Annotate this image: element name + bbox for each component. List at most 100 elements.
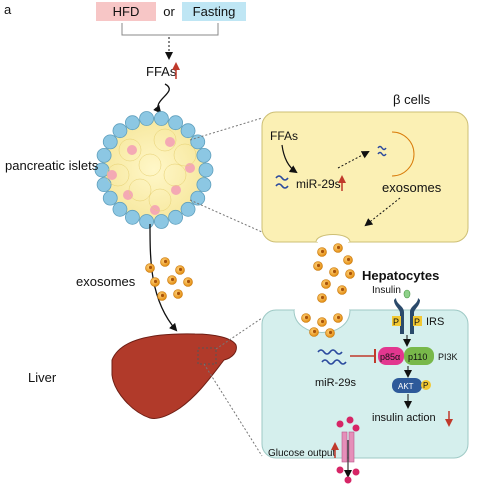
islet-cell (102, 134, 118, 150)
islet-alpha-cell (107, 170, 117, 180)
exosome-core (348, 271, 353, 276)
beta-to-exosome-arrow (337, 151, 370, 169)
islets-label: pancreatic islets (5, 158, 99, 173)
islet-inner-cell (138, 153, 162, 177)
islet-cell (196, 147, 212, 163)
islet-inner-cell (163, 163, 187, 187)
exosome-core (153, 279, 158, 284)
p-badge-1 (392, 316, 401, 326)
p-label-2: P (414, 317, 420, 327)
islet-alpha-cell (127, 145, 137, 155)
exosome-core (336, 245, 341, 250)
islet-cell (180, 123, 196, 139)
islet-inner-cell (173, 143, 197, 167)
islet-alpha-cell (165, 137, 175, 147)
akt-node (392, 378, 422, 393)
p110-subunit (404, 347, 434, 365)
p-badge-2 (413, 316, 422, 326)
beta-mirna-squiggles (275, 175, 289, 189)
beta-exosome-squiggle (377, 145, 387, 157)
akt-label: AKT (398, 382, 414, 391)
exosome-core (324, 281, 329, 286)
top-bracket (121, 23, 219, 36)
hfd-box (96, 2, 156, 21)
exosome-cluster-middle (313, 243, 355, 303)
insulin-receptor (394, 298, 420, 334)
p110-label: p110 (408, 352, 427, 362)
glucose-transporter (341, 431, 355, 463)
exosome-core (336, 315, 341, 320)
hepatocytes-title: Hepatocytes (362, 268, 439, 283)
exosome-core (148, 265, 153, 270)
pi3k-label: PI3K (438, 352, 458, 362)
irs-label: IRS (426, 316, 444, 328)
islet-cell (96, 177, 112, 193)
insulin-molecule (403, 289, 411, 299)
exosome-core (312, 329, 317, 334)
exosome-core (170, 277, 175, 282)
liver-label: Liver (28, 370, 57, 385)
exosome-core (304, 315, 309, 320)
islet-alpha-cell (185, 163, 195, 173)
glucose-output-label: Glucose output (268, 448, 335, 459)
beta-bud-gap (318, 240, 348, 244)
islet-inner-cell (128, 178, 152, 202)
islet-cell (124, 209, 140, 225)
exosome-core (328, 330, 333, 335)
p85-subunit (378, 347, 404, 365)
akt-p-label: P (423, 381, 428, 390)
panel-label: a (4, 2, 12, 17)
akt-p-badge (421, 380, 431, 390)
insulin-action-label: insulin action (372, 412, 436, 424)
islet-alpha-cell (123, 190, 133, 200)
exosome-core (320, 295, 325, 300)
beta-cell (261, 111, 469, 243)
beta-cell-title: β cells (393, 92, 431, 107)
liver-icon (111, 333, 237, 419)
fasting-label: Fasting (193, 4, 236, 19)
glucose-molecule (336, 466, 344, 474)
islet-cell (198, 162, 214, 178)
islet-cell (102, 190, 118, 206)
exosome-cluster-left (145, 257, 193, 301)
beta-ffas-arrow (281, 144, 298, 174)
islet-alpha-cell (171, 185, 181, 195)
islet-cell (112, 123, 128, 139)
islet-cell (154, 111, 169, 126)
exosome-core (346, 257, 351, 262)
fasting-box (182, 2, 246, 21)
exosome-core (186, 279, 191, 284)
exosome-core (332, 269, 337, 274)
islet-inner-cell (118, 138, 142, 162)
islet-cell (124, 115, 140, 131)
islet-inner-cell (153, 128, 177, 152)
glucose-molecule (344, 476, 352, 484)
glucose-molecules (336, 416, 360, 484)
islet-inner-cell (148, 188, 172, 212)
zoom-line-hep-bottom (203, 363, 263, 457)
p-label-1: P (393, 317, 399, 327)
islet-cell (180, 201, 196, 217)
exosome-cluster-pocket (301, 313, 343, 338)
islet-cell (154, 214, 169, 229)
islet-cell (190, 134, 206, 150)
pancreatic-islet (94, 111, 214, 229)
zoom-line-beta-top (189, 117, 263, 141)
exosome-core (160, 293, 165, 298)
glucose-molecule (346, 416, 354, 424)
p85-label: p85α (380, 352, 400, 362)
liver-zoom-box (197, 347, 217, 365)
ffas-top-label: FFAs (146, 64, 177, 79)
exosomes-left-label: exosomes (76, 274, 136, 289)
islet-cell (168, 115, 184, 131)
beta-ffas-label: FFAs (270, 129, 298, 143)
exosome-core (176, 291, 181, 296)
zoom-line-hep-top (215, 317, 263, 350)
islet-cell (168, 209, 184, 225)
beta-exosome-release-arrow (364, 197, 401, 227)
beta-exosomes-label: exosomes (382, 180, 442, 195)
islet-cell (112, 201, 128, 217)
islet-cell (196, 177, 212, 193)
glucose-molecule (352, 468, 360, 476)
